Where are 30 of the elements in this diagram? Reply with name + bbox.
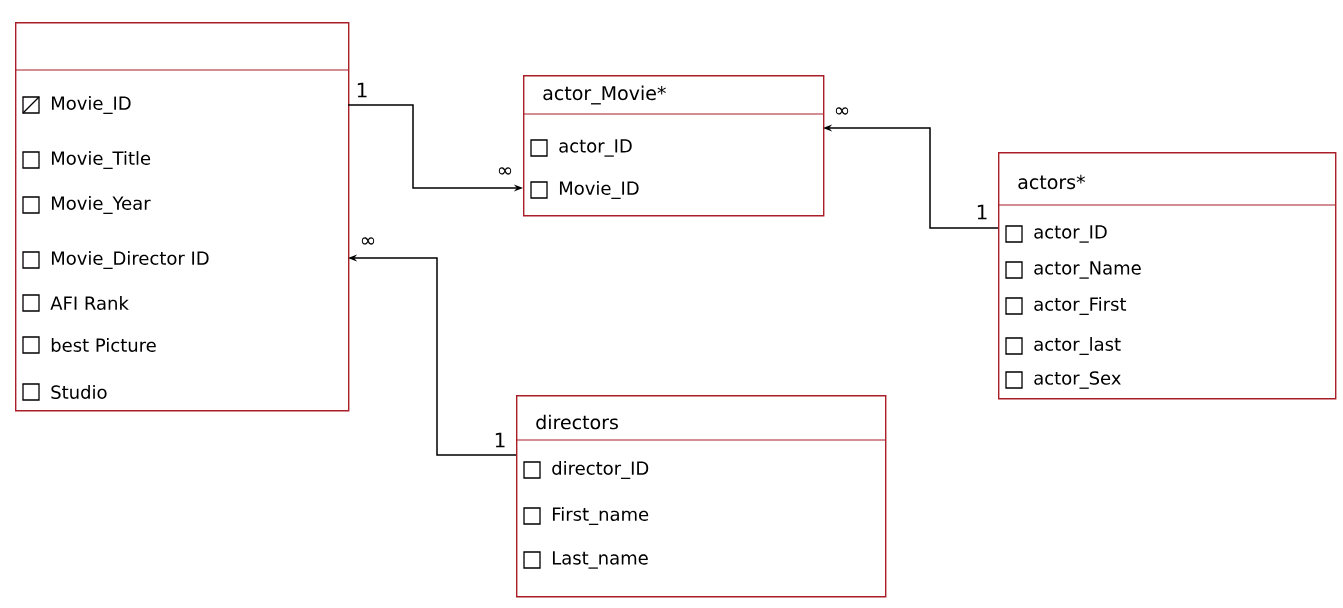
field-name: Movie_ID (560, 181, 639, 199)
table-box (14, 22, 350, 412)
field-name: best Picture (51, 338, 156, 352)
field-name: director_ID (552, 461, 649, 479)
field-name: actor_ID (559, 139, 632, 157)
field-name: Studio (51, 385, 107, 399)
field-name: Movie_Director ID (52, 251, 209, 269)
field-name: AFI Rank (50, 296, 129, 310)
field-name: actor_last (1034, 337, 1121, 355)
table-title: directors (536, 414, 618, 430)
table-box (522, 75, 825, 217)
table-title: actors* (1018, 174, 1085, 190)
field-name: Movie_ID (52, 96, 131, 114)
cardinality-label: ∞ (835, 107, 849, 115)
table-title: actor_Movie* (543, 85, 666, 105)
field-name: Last_name (553, 551, 648, 569)
field-name: Movie_Title (52, 151, 151, 169)
field-name: actor_Name (1034, 261, 1141, 279)
cardinality-label: ∞ (361, 237, 375, 245)
cardinality-label: 1 (495, 432, 505, 448)
cardinality-label: ∞ (498, 167, 512, 175)
field-name: actor_Sex (1034, 371, 1121, 389)
table-box (997, 152, 1337, 400)
cardinality-label: 1 (357, 82, 367, 98)
field-name: actor_First (1034, 297, 1127, 315)
field-name: actor_ID (1034, 225, 1107, 243)
field-name: Movie_Year (52, 196, 151, 214)
cardinality-label: 1 (977, 204, 987, 220)
table-box (515, 395, 887, 598)
field-name: First_name (553, 507, 649, 525)
